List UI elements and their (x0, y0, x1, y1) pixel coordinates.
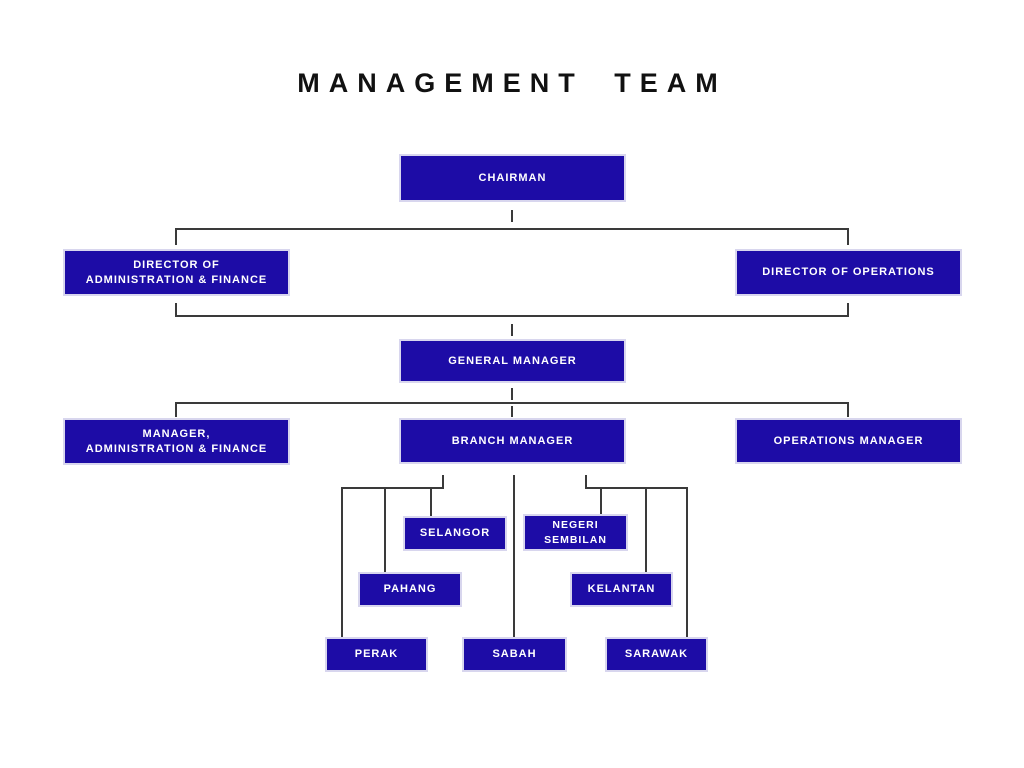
connector-general-manager-stub (511, 324, 513, 336)
org-node-chairman-label: CHAIRMAN (478, 171, 547, 184)
connector-branch-horizontal-left (341, 487, 444, 489)
org-node-sarawak-label: SARAWAK (624, 648, 689, 661)
org-node-pahang-label: PAHANG (383, 583, 437, 596)
org-node-manager-admin-finance-label: MANAGER, ADMINISTRATION & FINANCE (85, 427, 268, 455)
org-node-selangor-label: SELANGOR (419, 527, 491, 540)
org-node-sabah: SABAH (462, 637, 567, 672)
connector-level3-stub-top (511, 388, 513, 400)
connector-drop-sarawak (686, 487, 688, 637)
org-node-perak: PERAK (325, 637, 428, 672)
page-title: MANAGEMENT TEAM (297, 68, 727, 98)
org-node-director-operations: DIRECTOR OF OPERATIONS (735, 249, 962, 296)
org-node-general-manager: GENERAL MANAGER (399, 339, 626, 383)
connector-branch-center-line (513, 475, 515, 637)
connector-level2-horizontal (175, 315, 849, 317)
org-node-branch-manager-label: BRANCH MANAGER (451, 434, 574, 447)
org-node-director-admin-finance: DIRECTOR OF ADMINISTRATION & FINANCE (63, 249, 290, 296)
connector-level3-drop-right (847, 402, 849, 417)
org-node-director-operations-label: DIRECTOR OF OPERATIONS (762, 266, 935, 279)
org-node-kelantan-label: KELANTAN (587, 583, 656, 596)
org-node-selangor: SELANGOR (403, 516, 507, 551)
connector-drop-negeri-sembilan (600, 487, 602, 514)
connector-chairman-stub (511, 210, 513, 222)
org-node-sabah-label: SABAH (492, 648, 537, 661)
connector-level1-horizontal (175, 228, 849, 230)
org-node-director-admin-finance-label: DIRECTOR OF ADMINISTRATION & FINANCE (85, 258, 268, 286)
connector-level3-horizontal (175, 402, 849, 404)
connector-drop-selangor (430, 487, 432, 516)
connector-branch-riser-right (585, 475, 587, 489)
org-node-pahang: PAHANG (358, 572, 462, 607)
org-node-manager-admin-finance: MANAGER, ADMINISTRATION & FINANCE (63, 418, 290, 465)
connector-level3-stub-bottom (511, 406, 513, 417)
org-node-negeri-sembilan-label: NEGERI SEMBILAN (544, 519, 607, 546)
connector-level2-rise-left (175, 303, 177, 317)
connector-drop-pahang (384, 487, 386, 572)
org-node-operations-manager: OPERATIONS MANAGER (735, 418, 962, 464)
org-node-negeri-sembilan: NEGERI SEMBILAN (523, 514, 628, 551)
org-node-branch-manager: BRANCH MANAGER (399, 418, 626, 464)
org-node-perak-label: PERAK (354, 648, 399, 661)
org-node-chairman: CHAIRMAN (399, 154, 626, 202)
connector-branch-horizontal-right (585, 487, 688, 489)
connector-level1-drop-left (175, 228, 177, 245)
connector-drop-perak (341, 487, 343, 637)
connector-drop-kelantan (645, 487, 647, 572)
org-node-general-manager-label: GENERAL MANAGER (448, 354, 577, 367)
connector-branch-riser-left (442, 475, 444, 489)
connector-level2-rise-right (847, 303, 849, 317)
connector-level1-drop-right (847, 228, 849, 245)
org-node-kelantan: KELANTAN (570, 572, 673, 607)
org-node-operations-manager-label: OPERATIONS MANAGER (773, 434, 924, 447)
org-node-sarawak: SARAWAK (605, 637, 708, 672)
connector-level3-drop-left (175, 402, 177, 417)
